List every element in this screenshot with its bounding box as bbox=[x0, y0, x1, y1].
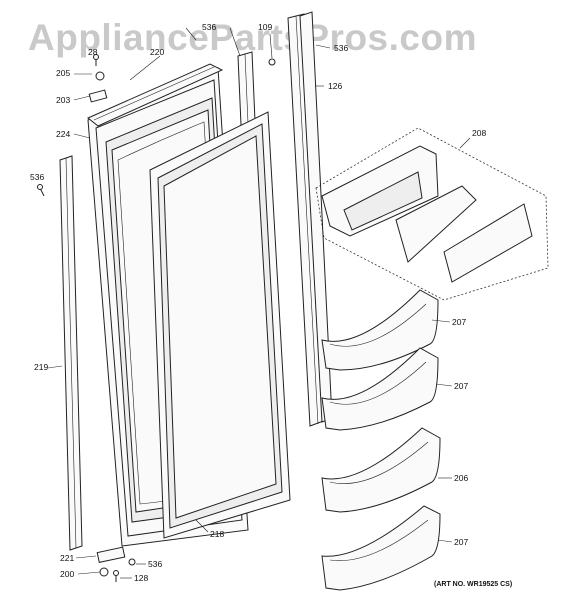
art-number: (ART NO. WR19525 CS) bbox=[434, 581, 512, 588]
screw-536-bottom bbox=[128, 558, 136, 566]
callout-208: 208 bbox=[472, 128, 486, 138]
cam-200 bbox=[99, 567, 109, 577]
screw-28 bbox=[93, 54, 99, 66]
hinge-203 bbox=[88, 89, 108, 103]
callout-206: 206 bbox=[454, 473, 468, 483]
door-bin-207-a bbox=[321, 289, 439, 371]
callout-207-b: 207 bbox=[454, 381, 468, 391]
door-gasket-218 bbox=[149, 111, 291, 539]
callout-128: 128 bbox=[134, 573, 148, 583]
callout-221: 221 bbox=[60, 553, 74, 563]
screw-128 bbox=[113, 570, 119, 582]
callout-207-a: 207 bbox=[452, 317, 466, 327]
callout-536-bottom: 536 bbox=[148, 559, 162, 569]
callout-126: 126 bbox=[328, 81, 342, 91]
callout-203: 203 bbox=[56, 95, 70, 105]
screw-109 bbox=[268, 58, 276, 66]
callout-109: 109 bbox=[258, 22, 272, 32]
side-trim-219 bbox=[59, 155, 83, 551]
callout-205: 205 bbox=[56, 68, 70, 78]
callout-536-left: 536 bbox=[30, 172, 44, 182]
callout-219: 219 bbox=[34, 362, 48, 372]
callout-536-right: 536 bbox=[334, 43, 348, 53]
screw-205 bbox=[95, 71, 105, 81]
callout-218: 218 bbox=[210, 529, 224, 539]
callout-28: 28 bbox=[88, 47, 98, 57]
callout-224: 224 bbox=[56, 129, 70, 139]
door-bin-207-b bbox=[321, 347, 439, 431]
callout-220: 220 bbox=[150, 47, 164, 57]
door-bin-206 bbox=[321, 427, 441, 513]
callout-536-top: 536 bbox=[202, 22, 216, 32]
watermark-text: AppliancePartsPros.com bbox=[28, 17, 477, 58]
screw-536-left bbox=[37, 184, 45, 197]
leader-lines bbox=[47, 27, 471, 579]
callout-200: 200 bbox=[60, 569, 74, 579]
callout-207-c: 207 bbox=[454, 537, 468, 547]
bin-assembly-208 bbox=[315, 127, 549, 301]
top-cap-220 bbox=[87, 63, 224, 127]
hinge-221 bbox=[96, 546, 126, 563]
door-bin-207-c bbox=[321, 505, 441, 591]
